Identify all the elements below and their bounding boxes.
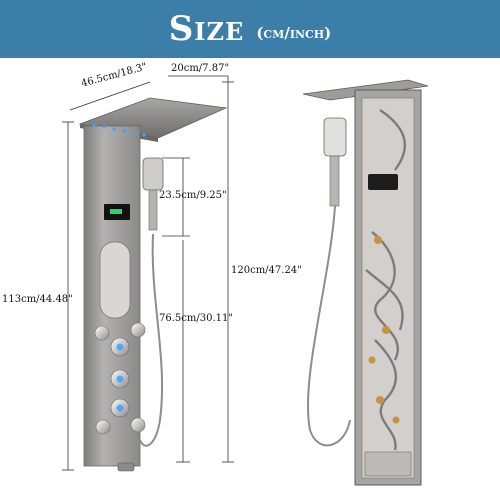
- title-banner: Size (cm/inch): [0, 0, 500, 58]
- handheld-shower-side-icon: [323, 117, 347, 157]
- product-illustration: [62, 75, 429, 486]
- dimension-lines: [62, 75, 234, 471]
- control-box: [368, 174, 398, 190]
- brass-fittings: [368, 236, 400, 424]
- dim-panel-height: 120cm/47.24": [231, 265, 302, 276]
- shower-panel-interior: [302, 79, 429, 486]
- shower-hose: [139, 233, 164, 447]
- dim-head-width: 20cm/7.87": [171, 63, 230, 74]
- dim-lower-height: 76.5cm/30.11": [159, 313, 233, 324]
- tub-spout-icon: [117, 462, 135, 472]
- banner-unit-note: (cm/inch): [256, 24, 332, 42]
- banner-title: Size: [168, 9, 245, 49]
- dim-handheld-height: 23.5cm/9.25": [159, 190, 227, 201]
- led-strip: [92, 123, 146, 137]
- shower-panel-front: [78, 97, 228, 472]
- internal-pipes: [365, 109, 407, 451]
- dim-body-height: 113cm/44.48": [2, 294, 73, 305]
- body-jet-icon: [99, 241, 131, 319]
- handheld-shower-icon: [142, 157, 164, 191]
